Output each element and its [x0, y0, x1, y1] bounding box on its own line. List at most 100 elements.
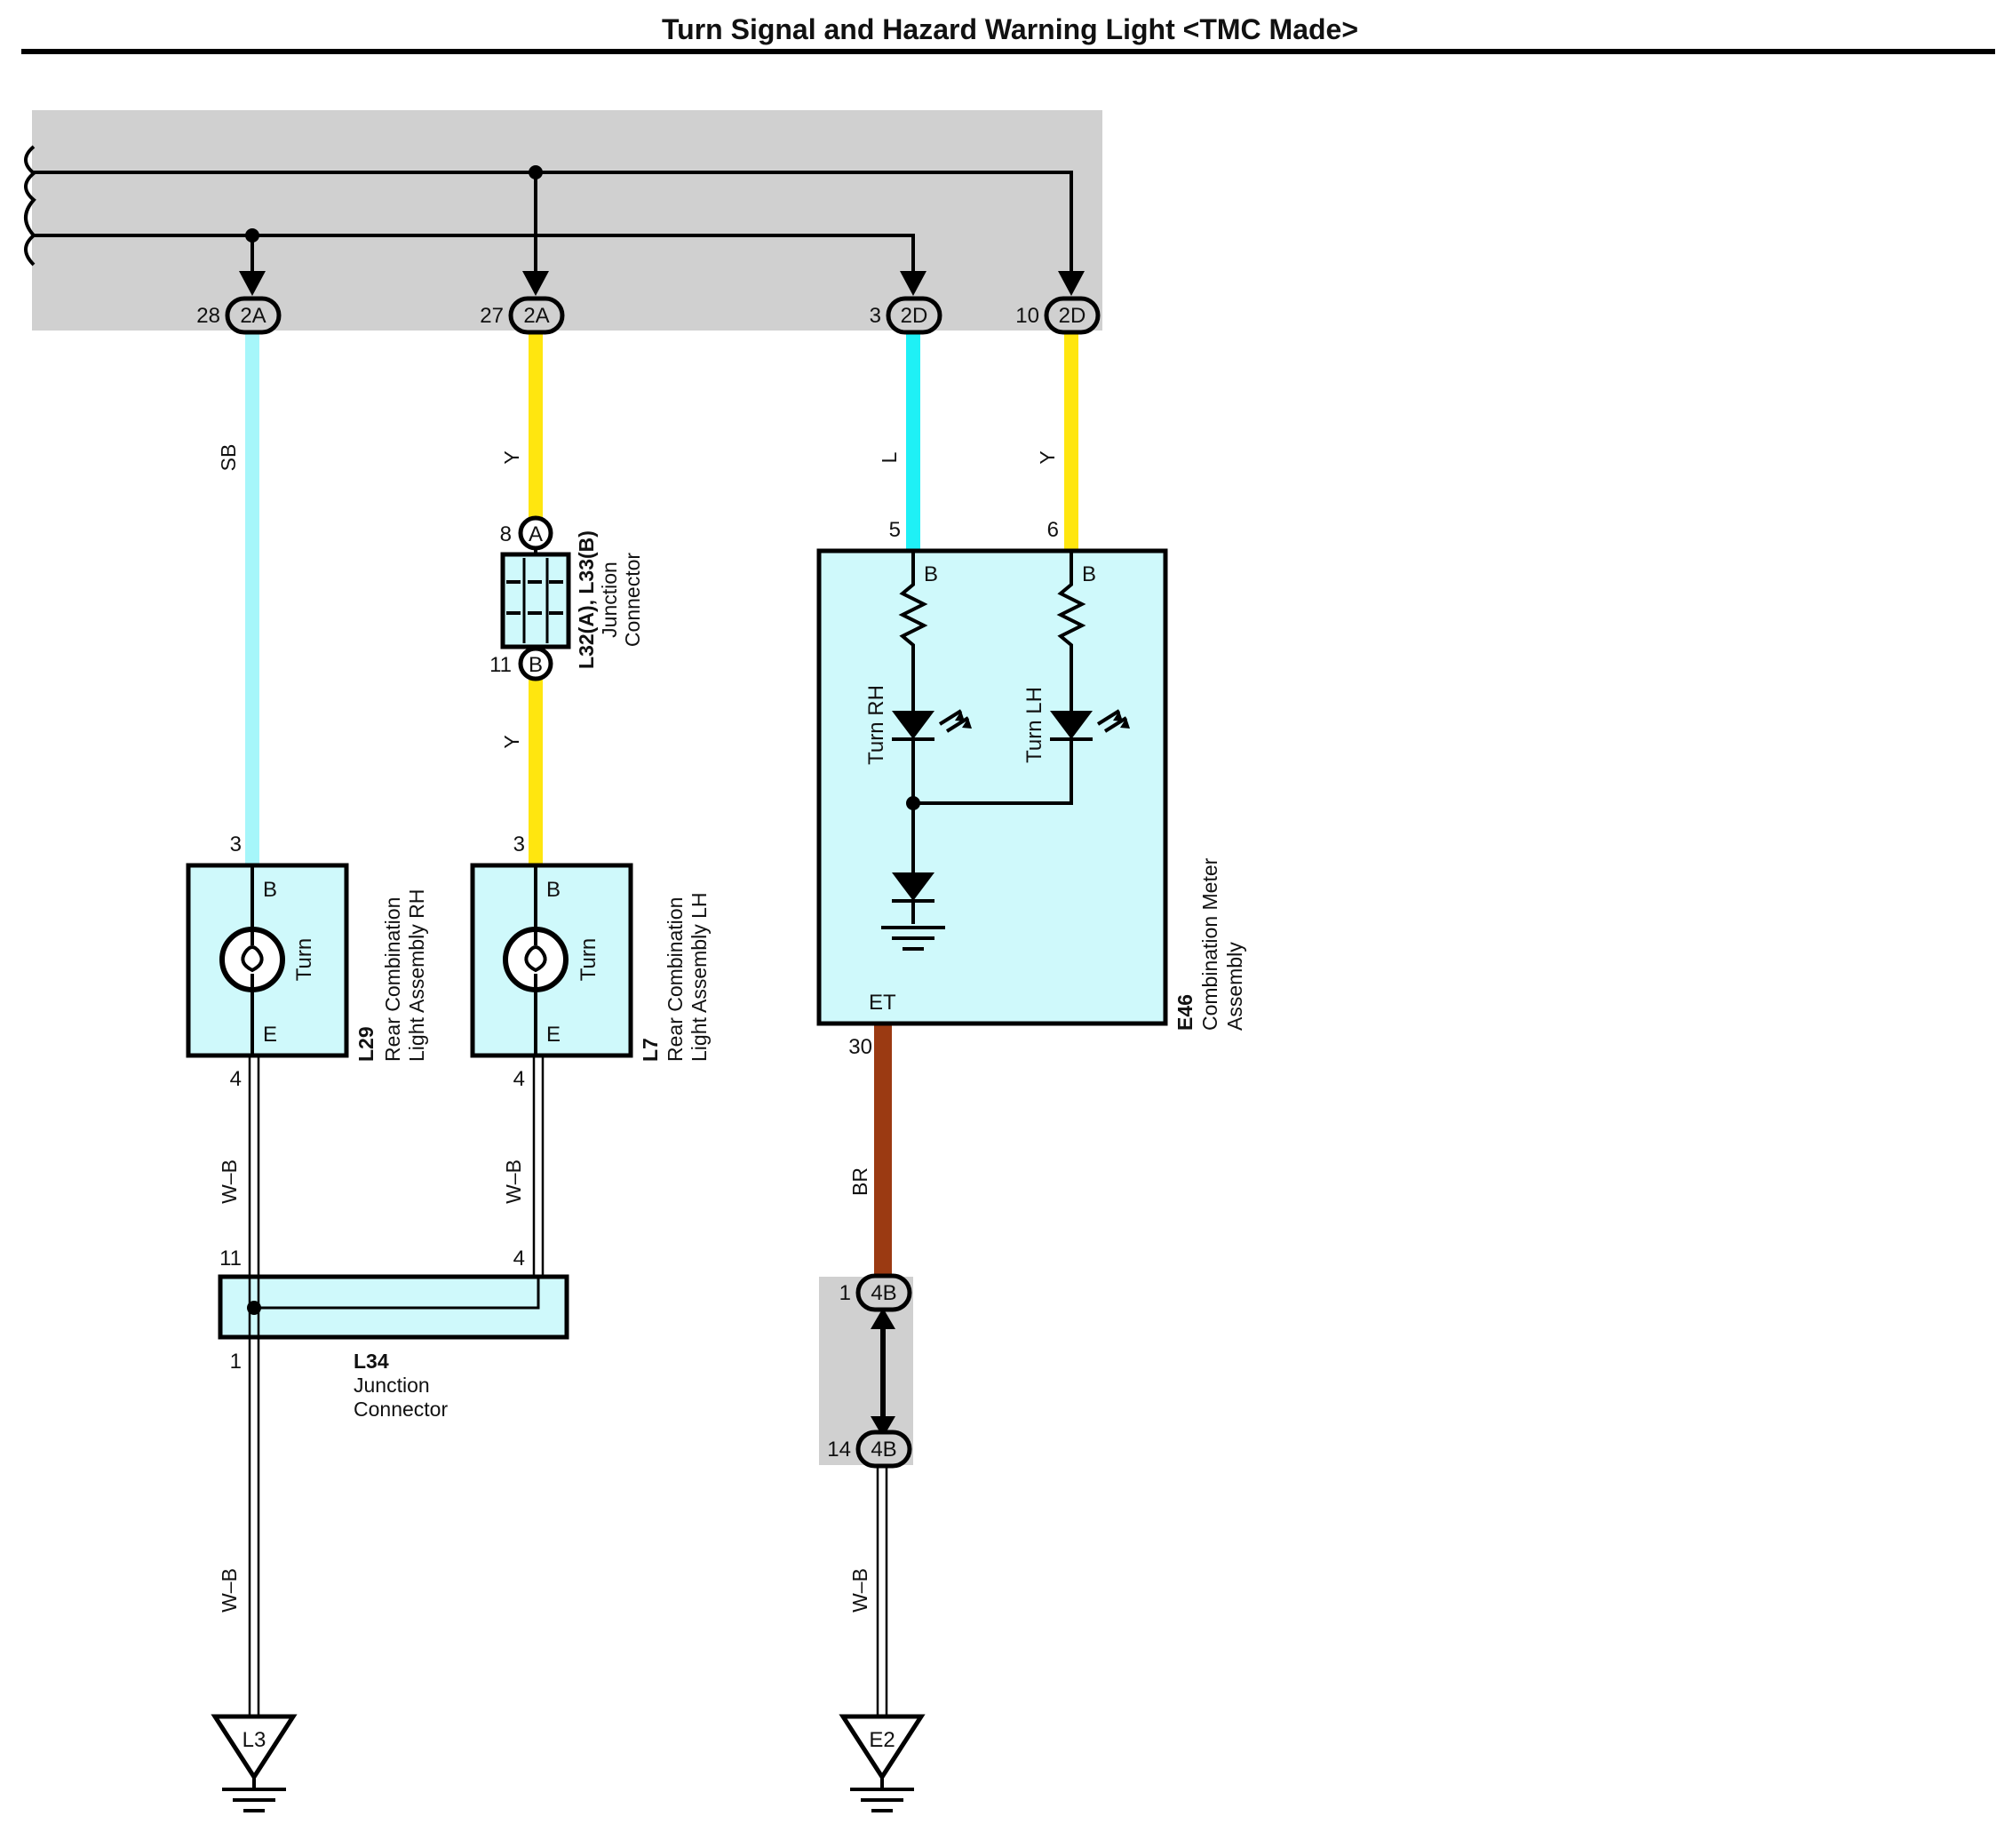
pin-number: 3: [870, 304, 881, 328]
splice-dot: [245, 228, 259, 243]
connector-2d-10: 2D 10: [1015, 296, 1101, 335]
pin-number: 11: [489, 653, 512, 677]
pin-number: 3: [230, 832, 242, 856]
wire-label-y: Y: [500, 735, 523, 748]
connector-code: 4B: [871, 1281, 896, 1305]
wire-y-lower: [529, 677, 543, 867]
arrow-down-icon: [900, 271, 926, 296]
connector-code: 2D: [1059, 304, 1086, 328]
component-name: Light Assembly LH: [688, 893, 711, 1062]
connector-code: 2D: [901, 304, 928, 328]
terminal-letter: A: [529, 522, 543, 546]
connector-code: 2A: [240, 304, 266, 328]
component-id: L7: [639, 1038, 662, 1062]
pin-number: 3: [513, 832, 525, 856]
pin-number: 5: [889, 518, 901, 542]
wire-label-l: L: [878, 451, 901, 463]
terminal-et: ET: [869, 991, 896, 1015]
arrow-down-icon: [871, 1416, 895, 1438]
terminal-letter: B: [529, 653, 543, 677]
component-name: Assembly: [1223, 942, 1246, 1031]
component-name: Connector: [621, 553, 644, 647]
led-label-lh: Turn LH: [1022, 687, 1046, 763]
component-id: L32(A), L33(B): [575, 530, 598, 669]
arrow-down-icon: [1058, 271, 1085, 296]
junction-connector-l32-l33: A 8 B 11 L32(A), L33(B) Junction Connect…: [489, 515, 644, 681]
connector-code: 4B: [871, 1438, 896, 1462]
pin-number: 10: [1015, 304, 1039, 328]
wire-label-wb: W–B: [502, 1159, 525, 1204]
wire-y-upper: [529, 329, 543, 531]
wire-label-wb: W–B: [848, 1568, 871, 1613]
wire-y-right: [1064, 329, 1078, 551]
component-name: Junction: [354, 1374, 430, 1397]
pin-number: 30: [848, 1035, 872, 1059]
component-name: Combination Meter: [1198, 857, 1221, 1031]
terminal-e: E: [263, 1023, 277, 1047]
wire-label-y: Y: [500, 450, 523, 464]
connector-2a-28: 2A 28: [196, 296, 282, 335]
led-label-rh: Turn RH: [864, 685, 888, 765]
component-name: Connector: [354, 1398, 448, 1421]
component-name: Rear Combination: [381, 897, 404, 1062]
arrow-down-icon: [522, 271, 549, 296]
arrow-up-icon: [871, 1308, 895, 1329]
led-icon: [892, 711, 934, 739]
terminal-b: B: [924, 562, 938, 586]
harness-area: [32, 110, 1102, 331]
pin-number: 4: [513, 1247, 525, 1270]
wire-sb: [245, 329, 259, 867]
ground-icon: [222, 1777, 286, 1812]
component-id: L34: [354, 1350, 389, 1373]
pin-number: 6: [1047, 518, 1059, 542]
led-icon: [1050, 711, 1093, 739]
connector-2d-3: 2D 3: [870, 296, 942, 335]
wire-label-sb: SB: [217, 444, 240, 472]
terminal-b: B: [1082, 562, 1096, 586]
bulb-icon: [219, 927, 285, 992]
wire-break-symbol: [24, 145, 37, 267]
bulb-label: Turn: [292, 938, 316, 981]
terminal-b: B: [546, 878, 561, 902]
pin-number: 14: [827, 1438, 851, 1462]
pin-number: 4: [230, 1067, 242, 1091]
combination-meter-assembly: 5 6 B B Turn RH Turn LH ET 30: [816, 518, 1246, 1059]
component-name: Junction: [598, 562, 621, 638]
pin-number: 28: [196, 304, 220, 328]
pin-number: 1: [230, 1350, 242, 1374]
component-name: Rear Combination: [664, 897, 687, 1062]
component-name: Light Assembly RH: [405, 889, 428, 1062]
ground-icon: [850, 1777, 914, 1812]
junction-connector-l34: 11 4 1 L34 Junction Connector: [218, 1247, 569, 1421]
rear-combination-light-lh: 3 B E Turn 4 L7 Rear Combination Light A…: [470, 832, 711, 1091]
ground-point-l3: L3: [211, 1714, 298, 1812]
arrows: [239, 271, 1085, 296]
connector-code: 2A: [523, 304, 549, 328]
splice-dot: [529, 165, 543, 179]
wire-label-br: BR: [848, 1167, 871, 1196]
diode-icon: [892, 872, 934, 901]
pin-number: 11: [219, 1247, 242, 1270]
wb-wires: [248, 1055, 888, 1728]
wire-label-y: Y: [1036, 450, 1059, 464]
connector-2a-27: 2A 27: [480, 296, 565, 335]
bus-lines: [32, 171, 1073, 275]
terminal-b: B: [263, 878, 277, 902]
wire-br: [874, 1025, 892, 1283]
bulb-icon: [503, 927, 569, 992]
title-rule: [21, 49, 1995, 54]
wire-l: [906, 329, 920, 551]
wire-label-wb: W–B: [218, 1159, 241, 1204]
ground-label: E2: [869, 1728, 895, 1752]
bulb-label: Turn: [577, 938, 600, 981]
wire-label-wb: W–B: [218, 1568, 241, 1613]
component-id: L29: [354, 1026, 378, 1062]
arrow-down-icon: [239, 271, 266, 296]
pin-number: 8: [500, 522, 512, 546]
page-title: Turn Signal and Hazard Warning Light <TM…: [662, 13, 1358, 45]
component-id: E46: [1173, 994, 1197, 1031]
rear-combination-light-rh: 3 B E Turn 4 L29 Rear Combination Light …: [186, 832, 428, 1091]
ground-point-e2: E2: [839, 1714, 926, 1812]
ground-label: L3: [243, 1728, 266, 1752]
